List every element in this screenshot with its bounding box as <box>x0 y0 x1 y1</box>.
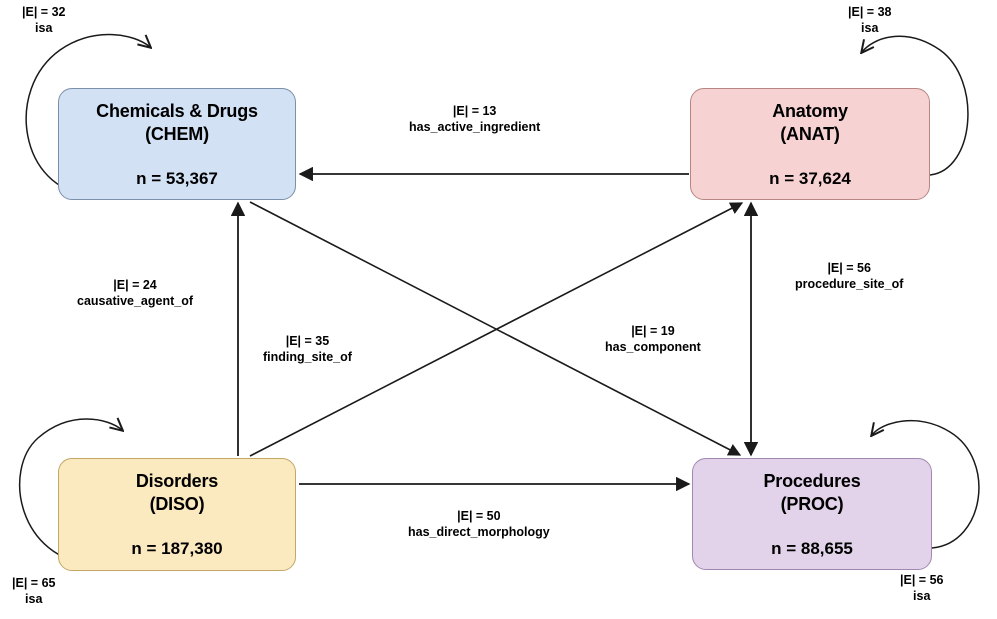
edge-diso-self <box>18 419 122 566</box>
node-anat-name: Anatomy <box>772 100 848 121</box>
node-chem-abbrev: (CHEM) <box>145 123 209 144</box>
edge-label-anat-proc-count: |E| = 56 <box>827 261 871 275</box>
node-proc-name: Procedures <box>763 470 861 491</box>
edge-chem-proc <box>249 201 742 456</box>
edge-label-diso-self: |E| = 65 isa <box>12 575 55 607</box>
node-proc-abbrev: (PROC) <box>780 493 844 514</box>
edge-label-anat-self-count: |E| = 38 <box>848 5 892 19</box>
node-anat-abbrev: (ANAT) <box>780 123 840 144</box>
edge-label-anat-proc-relation: procedure_site_of <box>795 277 904 291</box>
edge-label-diso-self-relation: isa <box>25 592 43 606</box>
edge-label-proc-self-relation: isa <box>913 589 931 603</box>
edge-label-diso-proc-count: |E| = 50 <box>457 509 501 523</box>
node-proc-count: n = 88,655 <box>771 538 853 558</box>
node-diso-count: n = 187,380 <box>131 539 223 558</box>
node-anat-title: Anatomy (ANAT) <box>772 100 848 146</box>
edge-label-chem-proc-count: |E| = 19 <box>631 324 675 338</box>
edge-chem-self <box>25 33 150 196</box>
edge-anat-self <box>862 35 969 176</box>
edge-label-diso-chem-relation: causative_agent_of <box>77 294 194 308</box>
node-proc-title: Procedures (PROC) <box>763 470 860 516</box>
edge-label-anat-proc: |E| = 56 procedure_site_of <box>795 260 903 292</box>
edge-label-chem-proc: |E| = 19 has_component <box>605 323 701 355</box>
edge-proc-self <box>872 419 980 549</box>
node-anat-count: n = 37,624 <box>769 168 851 188</box>
node-chem-title: Chemicals & Drugs (CHEM) <box>96 100 258 146</box>
edge-label-diso-chem: |E| = 24 causative_agent_of <box>77 277 193 309</box>
node-diso[interactable]: Disorders (DISO) n = 187,380 <box>58 458 296 571</box>
edge-label-anat-self: |E| = 38 isa <box>848 4 891 36</box>
node-chem[interactable]: Chemicals & Drugs (CHEM) n = 53,367 <box>58 88 296 200</box>
edge-label-anat-self-relation: isa <box>861 21 879 35</box>
edge-label-chem-proc-relation: has_component <box>605 340 701 354</box>
edge-label-proc-self: |E| = 56 isa <box>900 572 943 604</box>
edge-label-diso-self-count: |E| = 65 <box>12 576 56 590</box>
edge-label-chem-self: |E| = 32 isa <box>22 4 65 36</box>
node-diso-name: Disorders <box>135 471 219 491</box>
edge-label-anat-chem-relation: has_active_ingredient <box>409 120 541 134</box>
node-diso-title: Disorders (DISO) <box>136 470 218 516</box>
edge-label-diso-anat-relation: finding_site_of <box>263 350 352 364</box>
edge-label-chem-self-count: |E| = 32 <box>22 5 66 19</box>
node-chem-count: n = 53,367 <box>136 168 218 188</box>
edge-label-diso-proc-relation: has_direct_morphology <box>408 525 550 539</box>
node-chem-name: Chemicals & Drugs <box>96 100 258 121</box>
node-proc[interactable]: Procedures (PROC) n = 88,655 <box>692 458 932 570</box>
node-anat[interactable]: Anatomy (ANAT) n = 37,624 <box>690 88 930 200</box>
edge-label-diso-proc: |E| = 50 has_direct_morphology <box>408 508 550 540</box>
node-diso-abbrev: (DISO) <box>149 494 205 514</box>
edge-label-diso-anat: |E| = 35 finding_site_of <box>263 333 352 365</box>
edge-label-anat-chem: |E| = 13 has_active_ingredient <box>409 103 540 135</box>
edge-label-diso-anat-count: |E| = 35 <box>285 334 330 348</box>
edge-label-chem-self-relation: isa <box>35 21 53 35</box>
edge-label-diso-chem-count: |E| = 24 <box>113 278 157 292</box>
edge-label-proc-self-count: |E| = 56 <box>900 573 944 587</box>
edge-label-anat-chem-count: |E| = 13 <box>452 104 497 118</box>
